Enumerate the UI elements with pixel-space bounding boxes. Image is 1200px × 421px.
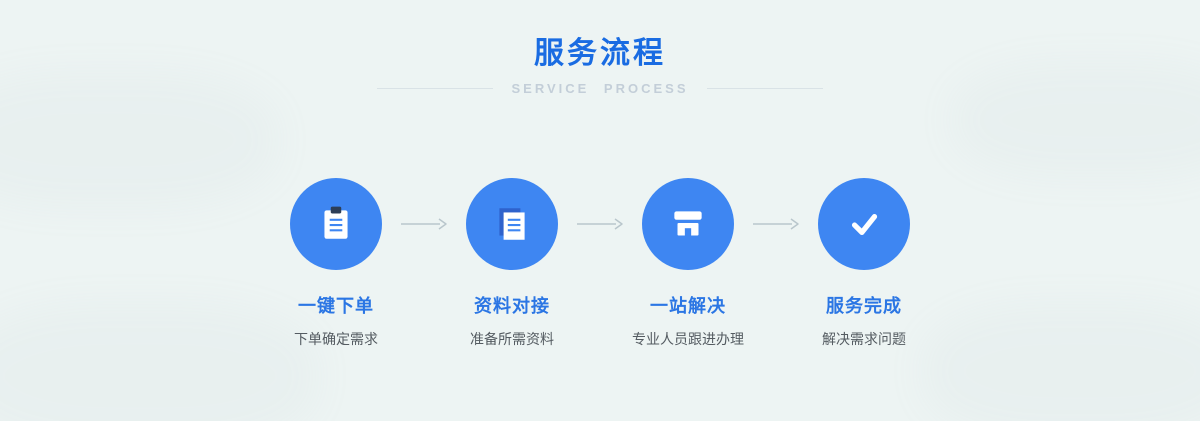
step-circle [466,178,558,270]
step-one-key-order: 一键下单 下单确定需求 [286,178,386,349]
background-blob [0,301,320,421]
step-circle [818,178,910,270]
checkmark-icon [851,214,878,236]
step-desc: 解决需求问题 [822,331,906,347]
step-title: 服务完成 [826,296,902,316]
step-desc: 下单确定需求 [294,331,378,347]
storefront-icon [674,211,702,236]
step-circle [642,178,734,270]
background-blob [950,60,1200,180]
section-title: 服务流程 [534,37,666,70]
subtitle-row: SERVICE PROCESS [0,81,1200,96]
step-title: 一站解决 [650,296,726,316]
step-one-stop-solution: 一站解决 专业人员跟进办理 [632,178,744,349]
step-desc: 准备所需资料 [470,331,554,347]
divider-line-right [706,88,823,89]
section-header: 服务流程 SERVICE PROCESS [0,28,1200,96]
documents-icon [499,208,525,240]
clipboard-icon [324,206,348,239]
background-blob [920,301,1200,421]
step-circle [290,178,382,270]
step-title: 一键下单 [298,296,374,316]
arrow-right-icon [752,217,800,231]
background-blob [0,70,280,210]
divider-line-left [377,88,494,89]
arrow-right-icon [400,217,448,231]
step-service-complete: 服务完成 解决需求问题 [814,178,914,349]
step-desc: 专业人员跟进办理 [632,331,744,347]
step-material-handover: 资料对接 准备所需资料 [462,178,562,349]
arrow-right-icon [576,217,624,231]
steps-row: 一键下单 下单确定需求 资料对接 准备所需资料 [0,178,1200,349]
step-title: 资料对接 [474,296,550,316]
section-subtitle: SERVICE PROCESS [511,81,689,96]
